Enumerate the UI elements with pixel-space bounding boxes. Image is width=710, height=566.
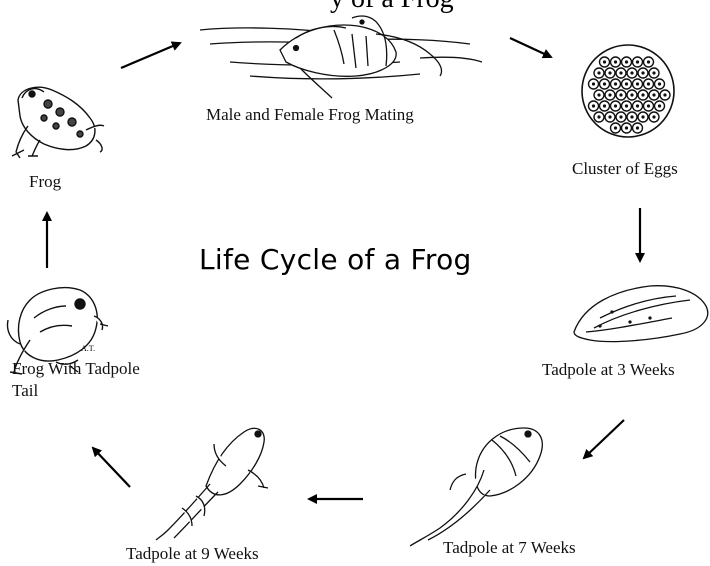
egg-cluster-icon — [582, 45, 674, 137]
egg-embryo — [652, 71, 655, 74]
label-froglet-line2: Tail — [12, 380, 38, 401]
egg-embryo — [614, 60, 617, 63]
egg-embryo — [603, 82, 606, 85]
egg-embryo — [658, 82, 661, 85]
egg-embryo — [636, 60, 639, 63]
egg-embryo — [619, 93, 622, 96]
egg-embryo — [625, 104, 628, 107]
egg-embryo — [630, 71, 633, 74]
egg-embryo — [641, 93, 644, 96]
egg-embryo — [625, 60, 628, 63]
egg-embryo — [641, 71, 644, 74]
egg-embryo — [658, 104, 661, 107]
label-tadpole-3wk: Tadpole at 3 Weeks — [542, 359, 675, 380]
egg-embryo — [597, 93, 600, 96]
egg-embryo — [603, 104, 606, 107]
egg-embryo — [603, 60, 606, 63]
egg-embryo — [647, 82, 650, 85]
egg-embryo — [597, 115, 600, 118]
mating-frogs-icon — [200, 16, 482, 98]
egg-embryo — [625, 82, 628, 85]
egg-embryo — [636, 82, 639, 85]
label-eggs: Cluster of Eggs — [572, 158, 678, 179]
frog-icon — [12, 87, 104, 158]
egg-embryo — [636, 126, 639, 129]
label-mating: Male and Female Frog Mating — [206, 104, 414, 125]
label-tadpole-7wk: Tadpole at 7 Weeks — [443, 537, 576, 558]
egg-embryo — [630, 115, 633, 118]
egg-embryo — [652, 115, 655, 118]
egg-embryo — [652, 93, 655, 96]
label-frog: Frog — [29, 171, 61, 192]
tadpole-9wk-icon — [156, 428, 268, 540]
egg-embryo — [592, 82, 595, 85]
egg-embryo — [614, 104, 617, 107]
label-tadpole-9wk: Tadpole at 9 Weeks — [126, 543, 259, 564]
egg-embryo — [614, 126, 617, 129]
artist-initials: A.T. — [81, 344, 95, 353]
diagram-title: Life Cycle of a Frog — [199, 243, 472, 276]
egg-embryo — [614, 82, 617, 85]
egg-embryo — [597, 71, 600, 74]
egg-embryo — [636, 104, 639, 107]
egg-embryo — [663, 93, 666, 96]
egg-embryo — [608, 115, 611, 118]
egg-embryo — [608, 93, 611, 96]
egg-embryo — [608, 71, 611, 74]
egg-embryo — [625, 126, 628, 129]
egg-embryo — [630, 93, 633, 96]
tadpole-3wk-icon — [574, 286, 708, 342]
egg-embryo — [641, 115, 644, 118]
tadpole-7wk-icon — [410, 428, 542, 546]
egg-embryo — [647, 60, 650, 63]
egg-embryo — [592, 104, 595, 107]
egg-embryo — [619, 115, 622, 118]
egg-embryo — [619, 71, 622, 74]
egg-embryo — [647, 104, 650, 107]
label-froglet-line1: Frog With Tadpole — [12, 358, 140, 379]
